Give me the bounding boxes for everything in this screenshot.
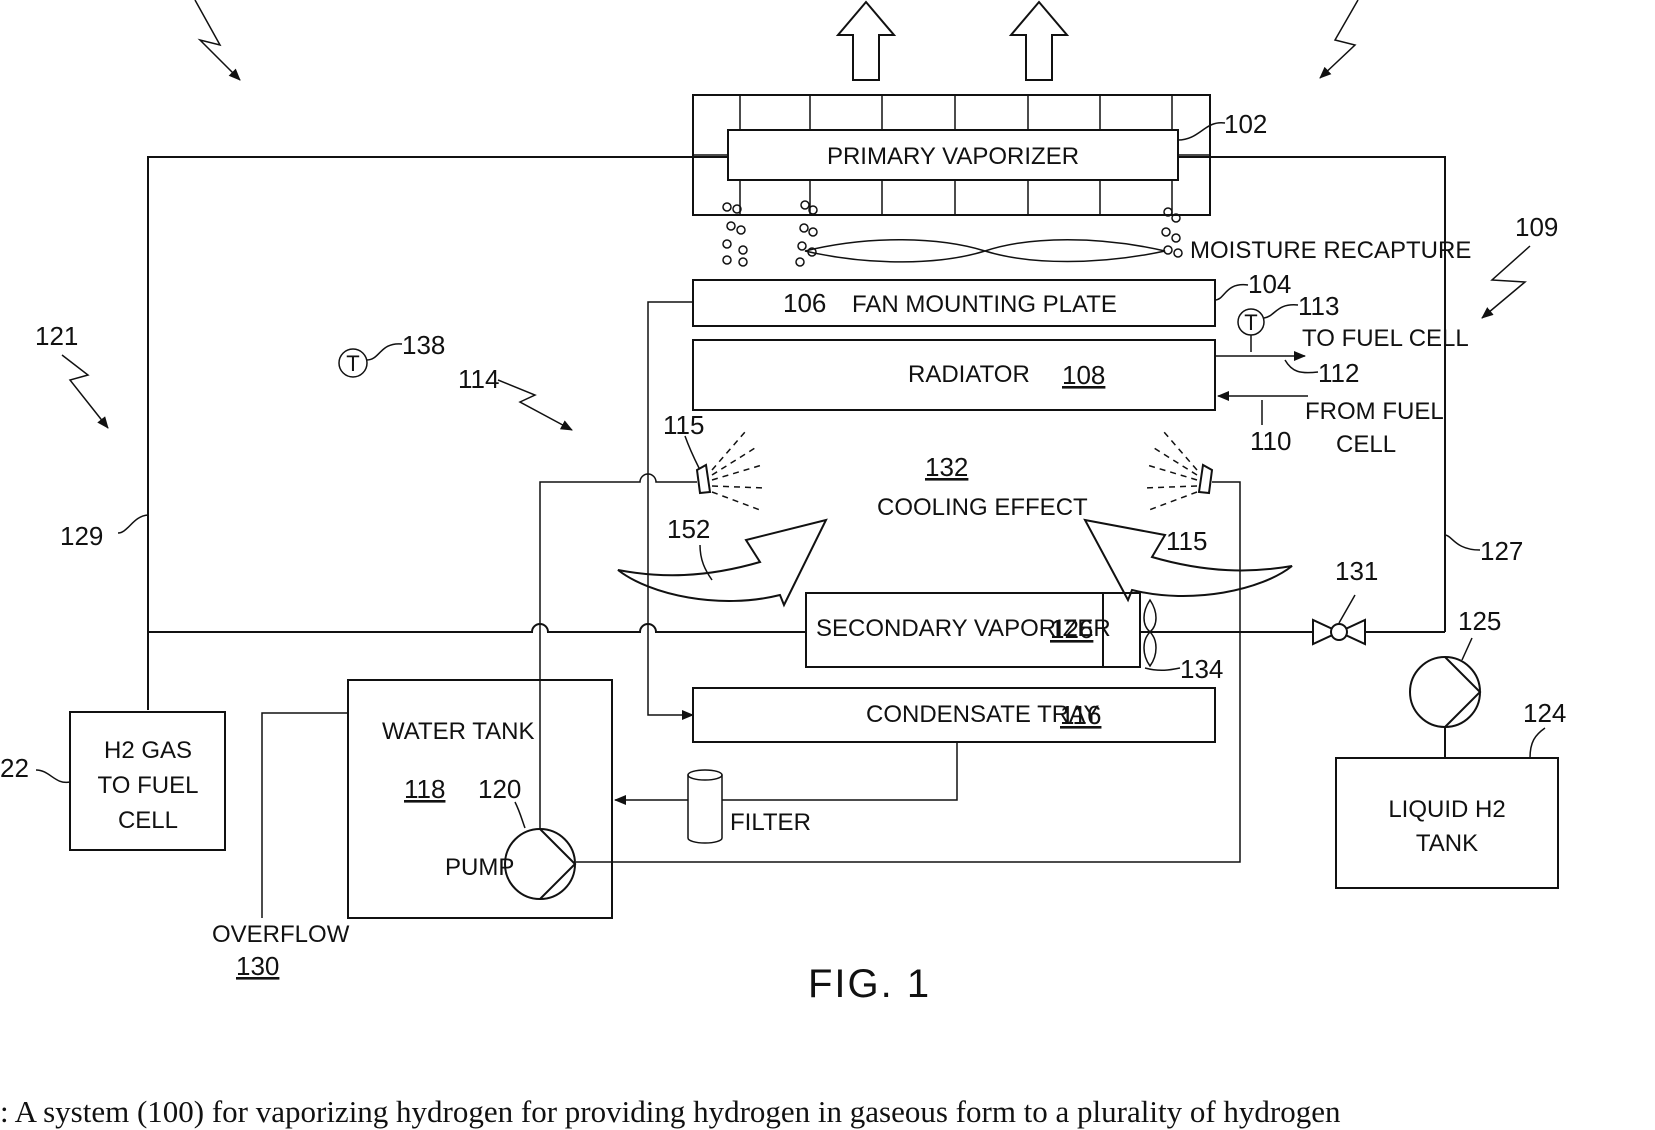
leader-129: [118, 515, 148, 533]
moisture-recapture-label: MOISTURE RECAPTURE: [1190, 237, 1471, 264]
filter: [688, 770, 722, 843]
liquid-h2-tank: [1336, 758, 1558, 888]
h2-gas-label-3: CELL: [118, 807, 178, 834]
spray-nozzle-left: [697, 432, 766, 510]
ref-115-right: 115: [1166, 526, 1207, 556]
ref-108: 108: [1062, 360, 1105, 390]
fan-mounting-plate-label: FAN MOUNTING PLATE: [852, 291, 1117, 318]
ref-106: 106: [783, 288, 826, 318]
primary-vaporizer-label: PRIMARY VAPORIZER: [827, 143, 1079, 170]
ref-110: 110: [1250, 426, 1291, 456]
ref-124: 124: [1523, 698, 1566, 728]
leader-zigzag-114: [498, 380, 572, 430]
leader-125: [1462, 638, 1472, 660]
leader-127: [1445, 535, 1480, 550]
cooling-effect-label: COOLING EFFECT: [877, 494, 1088, 521]
ref-134: 134: [1180, 654, 1223, 684]
ref-120: 120: [478, 774, 521, 804]
ref-114: 114: [458, 364, 499, 394]
ref-132: 132: [925, 452, 968, 482]
ref-130: 130: [236, 951, 279, 981]
ref-104: 104: [1248, 269, 1291, 299]
h2-gas-line-right: [1178, 157, 1445, 632]
valve-131-center: [1331, 624, 1347, 640]
ref-125: 125: [1458, 606, 1501, 636]
sensor-138-t: T: [346, 351, 359, 376]
leader-131: [1339, 595, 1355, 623]
ref-152: 152: [667, 514, 710, 544]
leader-zigzag-top-left: [195, 0, 240, 80]
ref-122: 22: [0, 753, 29, 783]
ref-126: 126: [1050, 614, 1093, 644]
h2-supply-line: [148, 624, 806, 632]
leader-zigzag-121: [62, 355, 108, 428]
leader-122: [36, 770, 70, 782]
sensor-113-t: T: [1244, 310, 1257, 335]
liquid-h2-label-1: LIQUID H2: [1388, 796, 1505, 823]
h2-gas-label-2: TO FUEL: [98, 772, 199, 799]
ref-116: 116: [1060, 700, 1101, 730]
from-fuel-cell-label-2: CELL: [1336, 431, 1396, 458]
ref-118: 118: [404, 774, 445, 804]
h2-gas-label-1: H2 GAS: [104, 737, 192, 764]
leader-152: [700, 545, 712, 580]
ref-109: 109: [1515, 212, 1558, 242]
ref-115-left: 115: [663, 410, 704, 440]
overflow-line-130: [262, 713, 348, 918]
radiator-label: RADIATOR: [908, 361, 1030, 388]
leader-113: [1264, 305, 1298, 318]
ref-113: 113: [1298, 291, 1339, 321]
exhaust-arrow-right: [1011, 2, 1067, 80]
leader-134: [1145, 668, 1180, 670]
pump-120: [505, 829, 575, 899]
plate-to-tray-line: [648, 302, 693, 715]
ref-138: 138: [402, 330, 445, 360]
ref-121: 121: [35, 321, 78, 351]
water-tank-label: WATER TANK: [382, 718, 534, 745]
leader-104: [1215, 285, 1248, 300]
tray-to-filter-line: [722, 742, 957, 800]
leader-zigzag-top-right: [1320, 0, 1358, 78]
leader-115-left: [685, 436, 699, 468]
leader-112: [1285, 360, 1318, 373]
liquid-h2-label-2: TANK: [1416, 830, 1478, 857]
leader-zigzag-109: [1482, 246, 1530, 318]
overflow-label: OVERFLOW: [212, 921, 350, 948]
leader-120: [515, 802, 525, 828]
lh2-pump-125: [1410, 657, 1480, 727]
figure-caption: : A system (100) for vaporizing hydrogen…: [0, 1094, 1341, 1129]
leader-138: [367, 344, 402, 360]
ref-129: 129: [60, 521, 103, 551]
spray-nozzle-right: [1143, 432, 1212, 510]
to-fuel-cell-label: TO FUEL CELL: [1302, 325, 1469, 352]
fan-106: [805, 240, 1165, 262]
figure-label: FIG. 1: [808, 962, 931, 1006]
exhaust-arrow-left: [838, 2, 894, 80]
ref-127: 127: [1480, 536, 1523, 566]
pump-label: PUMP: [445, 854, 514, 881]
leader-124: [1530, 728, 1545, 758]
airflow-arrow-left: [618, 520, 826, 605]
from-fuel-cell-label-1: FROM FUEL: [1305, 398, 1444, 425]
ref-131: 131: [1335, 556, 1378, 586]
ref-102: 102: [1224, 109, 1267, 139]
ref-112: 112: [1318, 358, 1359, 388]
filter-label: FILTER: [730, 809, 811, 836]
